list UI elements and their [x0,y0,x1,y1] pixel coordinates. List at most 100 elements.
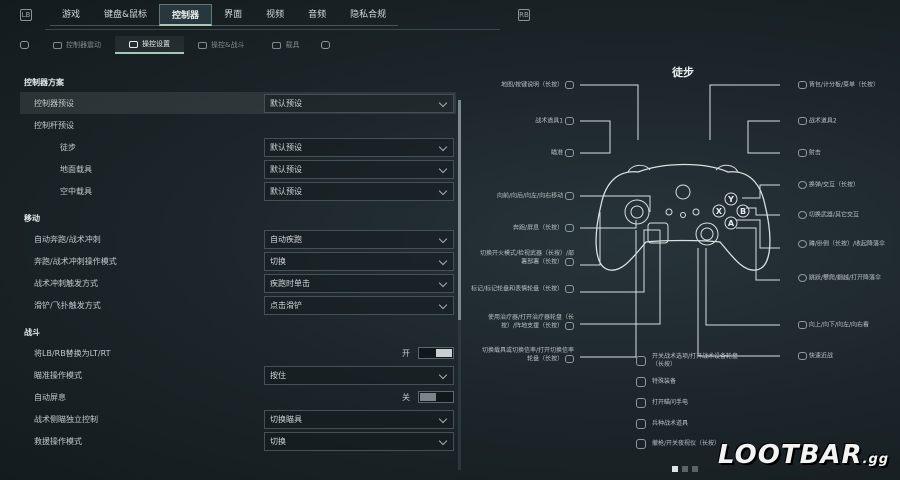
dpad-down-icon [565,322,574,330]
diagram-title: 徒步 [672,66,694,79]
swap-lb-rb-toggle[interactable] [418,347,454,359]
chevron-down-icon [438,414,448,423]
setting-rescue-mode[interactable]: 救援操作模式 切换 [20,430,456,452]
lt-icon [565,149,574,157]
view-button-icon [565,81,574,89]
slide-dive-dropdown[interactable]: 点击滑铲 [264,295,454,315]
on-foot-dropdown[interactable]: 默认预设 [264,137,454,157]
subtab-combat[interactable]: 操控&战斗 [184,36,258,54]
menu-button-icon [798,81,807,89]
setting-swap-lb-rb[interactable]: 将LB/RB替换为LT/RT 开 [20,342,456,364]
legend-special-equipment: 特殊装备 [636,377,676,387]
tab-video[interactable]: 视频 [254,4,297,26]
label-tactical1: 战术道具1 [470,117,574,126]
subtab-label: 操控&战斗 [211,41,245,49]
subtab-label: 控制器震动 [66,41,101,49]
setting-tac-sprint-trigger[interactable]: 战术冲刺触发方式 疾跑时单击 [20,272,456,294]
pager-dot[interactable] [692,466,698,472]
aim-mode-dropdown[interactable]: 按住 [264,365,454,385]
diagram-pager [672,466,698,472]
rt-trigger-icon[interactable] [321,41,331,49]
vehicle-icon [272,41,282,49]
section-controller-scheme: 控制器方案 [24,78,64,87]
tab-keyboard-mouse[interactable]: 键盘&鼠标 [92,4,160,26]
setting-label: 将LB/RB替换为LT/RT [34,348,111,358]
subtab-controls[interactable]: 操控设置 [115,36,184,54]
setting-auto-sprint[interactable]: 自动奔跑/战术冲刺 自动疾跑 [20,228,456,250]
setting-slide-dive[interactable]: 滑铲/飞扑触发方式 点击滑铲 [20,294,456,316]
tac-sprint-dropdown[interactable]: 疾跑时单击 [264,273,454,293]
setting-aim-mode[interactable]: 瞄准操作模式 按住 [20,364,456,386]
chevron-down-icon [438,98,448,107]
setting-auto-screen[interactable]: 自动屏息 关 [20,386,456,408]
label-melee: 快速近战 [798,352,898,361]
setting-label: 徒步 [60,142,76,152]
tac-stance-dropdown[interactable]: 切换瞄具 [264,409,454,429]
setting-controller-preset[interactable]: 控制器预设 默认预设 [20,92,456,114]
subtab-vehicle[interactable]: 载具 [258,36,313,54]
label-switch-vehicle: 切换载具或切换信率/打开切换信率轮盘（长按） [478,347,574,364]
sprint-mode-dropdown[interactable]: 切换 [264,251,454,271]
legend-flashlight: 打开瞄问手电 [636,398,688,408]
tab-game[interactable]: 游戏 [50,4,93,26]
settings-scrollbar[interactable] [458,100,461,470]
label-firemode: 切换开火模式/检视武器（长按）/部署部署（长按） [478,250,574,267]
label-tactical2: 战术道具2 [798,117,898,126]
combo-icon [636,398,646,408]
auto-screen-toggle[interactable] [418,391,454,403]
air-vehicle-dropdown[interactable]: 默认预设 [264,181,454,201]
subtab-label: 载具 [285,41,300,49]
chevron-down-icon [438,186,448,195]
tab-privacy[interactable]: 隐私合规 [338,4,399,26]
setting-tac-stance[interactable]: 战术侧瞄独立控制 切换瞄具 [20,408,456,430]
dropdown-value: 切换 [270,436,286,446]
legend-holster: 撤枪/开关夜视仪（长按） [636,439,720,449]
y-button-icon [798,211,807,219]
scrollbar-thumb[interactable] [458,100,461,320]
chevron-down-icon [438,300,448,309]
tab-interface[interactable]: 界面 [212,4,255,26]
label-text: 使用治疗器/打开治疗器轮盘（长按）/阵地支援（长按） [487,314,574,330]
setting-on-foot[interactable]: 徒步 默认预设 [20,136,456,158]
label-switch-weapon: 切换武器/其它交互 [798,211,898,220]
pager-dot[interactable] [682,466,688,472]
lb-bumper-icon[interactable]: LB [20,9,32,21]
top-tabs: 游戏 键盘&鼠标 控制器 界面 视频 音频 隐私合规 [50,4,399,28]
rescue-mode-dropdown[interactable]: 切换 [264,431,454,451]
r3-icon [798,352,807,360]
lt-trigger-icon[interactable] [20,41,29,49]
label-crouch: 蹲/卧倒（长按）/收起降落伞 [798,240,890,249]
setting-label: 战术侧瞄独立控制 [34,414,98,424]
label-text: 瞄准 [551,149,564,157]
auto-sprint-dropdown[interactable]: 自动疾跑 [264,229,454,249]
setting-air-vehicle[interactable]: 空中载具 默认预设 [20,180,456,202]
label-reload: 换弹/交互（长按） [798,181,898,190]
tab-audio[interactable]: 音频 [296,4,339,26]
right-stick-icon [798,321,807,329]
label-aim: 瞄准 [470,149,574,158]
tab-controller[interactable]: 控制器 [159,4,213,26]
section-movement: 移动 [24,214,40,223]
legend-text: 特殊装备 [652,378,677,385]
label-text: 射击 [808,149,821,157]
setting-label: 控制杆预设 [34,120,74,130]
chevron-down-icon [438,234,448,243]
dpad-left-icon [565,355,574,363]
subtab-vibration[interactable]: 控制器震动 [39,36,115,54]
controller-preset-dropdown[interactable]: 默认预设 [264,93,454,113]
setting-label: 瞄准操作模式 [34,370,82,380]
setting-ground-vehicle[interactable]: 地面载具 默认预设 [20,158,456,180]
legend-text: 开关战术选项/打开战术设备轮盘（长按） [652,353,739,368]
pager-dot[interactable] [672,466,678,472]
ground-vehicle-dropdown[interactable]: 默认预设 [264,159,454,179]
combo-icon [636,419,646,429]
setting-label: 救援操作模式 [34,436,82,446]
setting-sprint-mode[interactable]: 奔跑/战术冲刺操作模式 切换 [20,250,456,272]
dropdown-value: 默认预设 [270,164,302,174]
label-text: 向上/向下/向左/向右看 [808,321,869,329]
x-button-icon [798,181,807,189]
rt-icon [798,149,807,157]
rb-bumper-icon[interactable]: RB [518,9,530,21]
rb-icon [798,117,807,125]
toggle-state: 关 [402,392,410,402]
